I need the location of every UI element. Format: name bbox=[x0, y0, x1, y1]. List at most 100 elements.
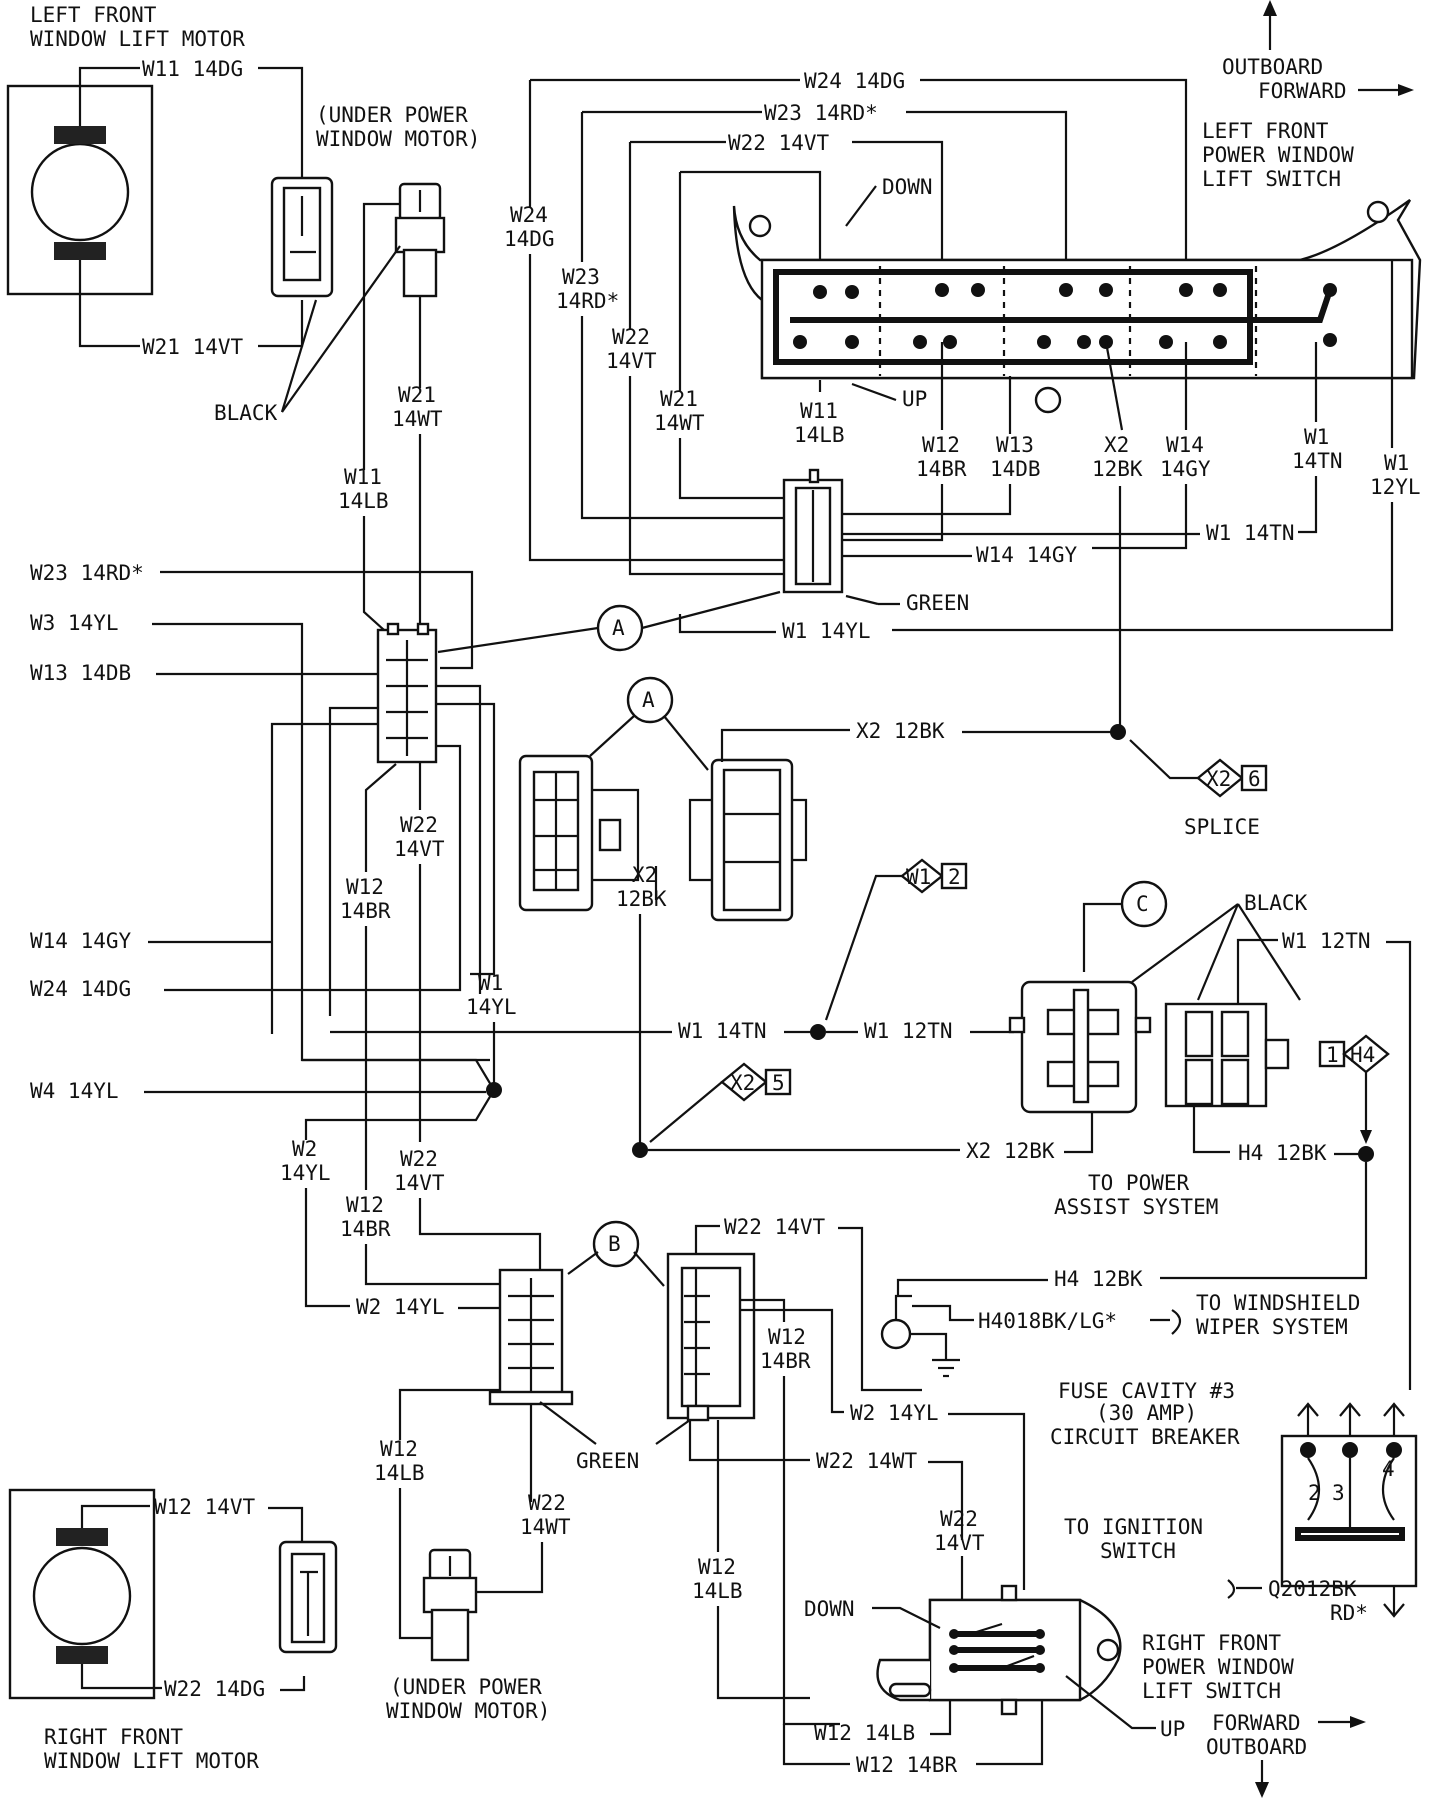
w22-14vt2-b: 14VT bbox=[394, 1171, 445, 1195]
conn-a-1: A bbox=[612, 616, 625, 640]
circuit-breaker bbox=[1280, 1402, 1418, 1618]
w11-14dg-label: W11 14DG bbox=[142, 57, 243, 81]
w24-14dg-top: W24 14DG bbox=[804, 69, 905, 93]
w3-left: W3 14YL bbox=[30, 611, 119, 635]
w1-14tn-h: W1 14TN bbox=[1206, 521, 1295, 545]
up-label-1: UP bbox=[902, 387, 927, 411]
splice-dot-3 bbox=[1110, 724, 1126, 740]
x2-12bk-v-a: X2 bbox=[632, 863, 657, 887]
x2-v-a: X2 bbox=[1104, 433, 1129, 457]
w12-14br2-a: W12 bbox=[346, 1193, 384, 1217]
w23-14rd-top: W23 14RD* bbox=[764, 101, 878, 125]
forward-1: FORWARD bbox=[1258, 79, 1347, 103]
down-label-1: DOWN bbox=[882, 175, 933, 199]
w22-14wt-h: W22 14WT bbox=[816, 1449, 918, 1473]
w11-v-b: 14LB bbox=[794, 423, 845, 447]
q2012-b: RD* bbox=[1330, 1601, 1368, 1625]
w21-v-a: W21 bbox=[660, 387, 698, 411]
w1-12tn-mid: W1 12TN bbox=[864, 1019, 953, 1043]
fuse-2: (30 AMP) bbox=[1096, 1401, 1197, 1425]
h4-box-num: 1 bbox=[1326, 1043, 1339, 1067]
splice-dot-2 bbox=[810, 1024, 826, 1040]
rf-motor-2: WINDOW LIFT MOTOR bbox=[44, 1749, 259, 1773]
w2-14yl-h2: W2 14YL bbox=[850, 1401, 939, 1425]
w14-14gy-h: W14 14GY bbox=[976, 543, 1078, 567]
conn-a-2: A bbox=[642, 688, 655, 712]
connector-b-callout bbox=[592, 1220, 640, 1268]
w22-14vt3-b: 14VT bbox=[934, 1531, 985, 1555]
w23-v-a: W23 bbox=[562, 265, 600, 289]
right-front-switch bbox=[876, 1584, 1122, 1716]
conn-b: B bbox=[608, 1232, 621, 1256]
w22-v-a: W22 bbox=[612, 325, 650, 349]
green-label-1: GREEN bbox=[906, 591, 969, 615]
h4-12bk-b: H4 12BK bbox=[1054, 1267, 1143, 1291]
black-label-1: BLACK bbox=[214, 401, 278, 425]
w12-14lb2-b: 14LB bbox=[374, 1461, 425, 1485]
w24-left: W24 14DG bbox=[30, 977, 131, 1001]
under-motor-4: WINDOW MOTOR) bbox=[386, 1699, 550, 1723]
w21-v-b: 14WT bbox=[654, 411, 705, 435]
rf-switch-3: LIFT SWITCH bbox=[1142, 1679, 1281, 1703]
w14-left: W14 14GY bbox=[30, 929, 132, 953]
w22-v-b: 14VT bbox=[606, 349, 657, 373]
h4-box: H4 bbox=[1350, 1043, 1375, 1067]
w11-14lb-b: 14LB bbox=[338, 489, 389, 513]
lf-switch-1: LEFT FRONT bbox=[1202, 119, 1329, 143]
h4018-label: H4018BK/LG* bbox=[978, 1309, 1117, 1333]
w1-tn-b: 14TN bbox=[1292, 449, 1343, 473]
x2-v-b: 12BK bbox=[1092, 457, 1143, 481]
w1-yl-b: 12YL bbox=[1370, 475, 1421, 499]
forward-2: FORWARD bbox=[1212, 1711, 1301, 1735]
under-motor-2: WINDOW MOTOR) bbox=[316, 127, 480, 151]
outboard-1: OUTBOARD bbox=[1222, 55, 1323, 79]
w22-14vt-b: 14VT bbox=[394, 837, 445, 861]
w1-12tn-h: W1 12TN bbox=[1282, 929, 1371, 953]
splice-label: SPLICE bbox=[1184, 815, 1260, 839]
x2-12bk-low: X2 12BK bbox=[966, 1139, 1055, 1163]
w21-14vt-label: W21 14VT bbox=[142, 335, 244, 359]
q2012-a: Q2012BK bbox=[1268, 1577, 1357, 1601]
w21-14wt-a: W21 bbox=[398, 383, 436, 407]
w2-14yl-h: W2 14YL bbox=[356, 1295, 445, 1319]
w12-14br-h: W12 14BR bbox=[856, 1753, 958, 1777]
x2-box: X2 bbox=[1206, 767, 1231, 791]
conn-c: C bbox=[1136, 892, 1149, 916]
w12-14br2-b: 14BR bbox=[340, 1217, 391, 1241]
w22-14vt-h: W22 14VT bbox=[724, 1215, 826, 1239]
w1-yl-a: W1 bbox=[1384, 451, 1409, 475]
w22-14vt-top: W22 14VT bbox=[728, 131, 830, 155]
w2-14yl-b: 14YL bbox=[280, 1161, 331, 1185]
fuse-3: CIRCUIT BREAKER bbox=[1050, 1425, 1240, 1449]
x2-12bk-v-b: 12BK bbox=[616, 887, 667, 911]
to-ign-2: SWITCH bbox=[1100, 1539, 1176, 1563]
w12-v-b: 14BR bbox=[916, 457, 967, 481]
w12-14br-b: 14BR bbox=[340, 899, 391, 923]
to-power-1: TO POWER bbox=[1088, 1171, 1190, 1195]
w1-tn-a: W1 bbox=[1304, 425, 1329, 449]
w12-14lb2-a: W12 bbox=[380, 1437, 418, 1461]
w11-v-a: W11 bbox=[800, 399, 838, 423]
w12-14lb-b: 14LB bbox=[692, 1579, 743, 1603]
w22-14vt3-a: W22 bbox=[940, 1507, 978, 1531]
lf-switch-2: POWER WINDOW bbox=[1202, 143, 1354, 167]
w11-14lb-a: W11 bbox=[344, 465, 382, 489]
w24-v-a: W24 bbox=[510, 203, 548, 227]
w13-v-a: W13 bbox=[996, 433, 1034, 457]
under-motor-1: (UNDER POWER bbox=[316, 103, 468, 127]
fuse-1: FUSE CAVITY #3 bbox=[1058, 1379, 1235, 1403]
to-wiper-1: TO WINDSHIELD bbox=[1196, 1291, 1360, 1315]
h4-12bk-a: H4 12BK bbox=[1238, 1141, 1327, 1165]
to-wiper-2: WIPER SYSTEM bbox=[1196, 1315, 1348, 1339]
w14-v-b: 14GY bbox=[1160, 457, 1211, 481]
lf-motor-title-1: LEFT FRONT bbox=[30, 3, 157, 27]
cb-4: 4 bbox=[1382, 1457, 1395, 1481]
w1-14yl-v-b: 14YL bbox=[466, 995, 517, 1019]
w12-14br3-b: 14BR bbox=[760, 1349, 811, 1373]
w22-14vt-a: W22 bbox=[400, 813, 438, 837]
x2-box2: X2 bbox=[730, 1071, 755, 1095]
connector-a-callout-2 bbox=[626, 676, 674, 724]
splice-dot-5 bbox=[1358, 1146, 1374, 1162]
w22-14vt2-a: W22 bbox=[400, 1147, 438, 1171]
